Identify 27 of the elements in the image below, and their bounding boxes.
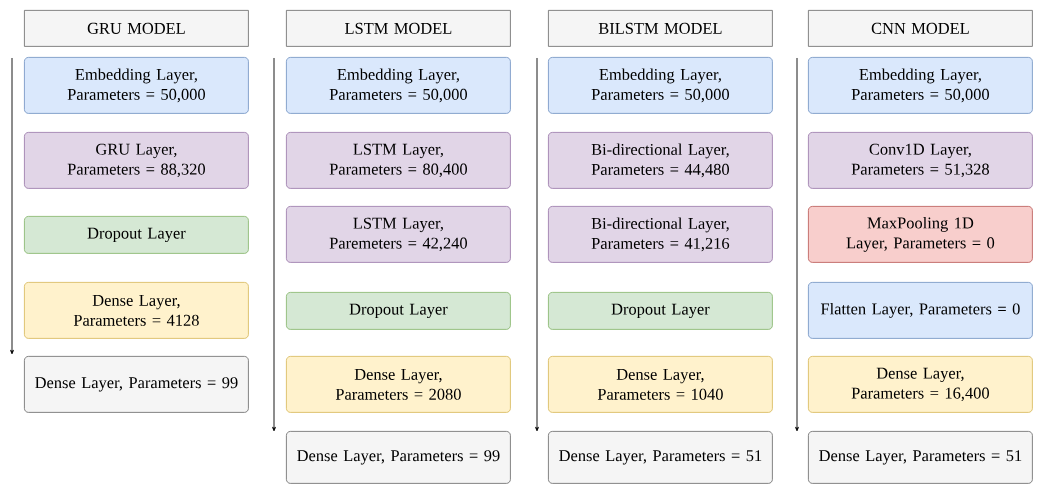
layer-box: Dropout Layer	[286, 292, 511, 330]
layer-box: Embedding Layer, Parameters = 50,000	[548, 57, 773, 114]
model-header: LSTM MODEL	[286, 10, 511, 47]
layer-box: Conv1D Layer, Parameters = 51,328	[808, 132, 1033, 189]
layer-box: LSTM Layer, Paremeters = 42,240	[286, 206, 511, 263]
layer-box: Embedding Layer, Parameters = 50,000	[808, 57, 1033, 114]
model-header: CNN MODEL	[808, 10, 1033, 47]
layer-box: Dropout Layer	[548, 292, 773, 330]
layer-box: Dense Layer, Parameters = 99	[24, 356, 249, 413]
layer-box: Flatten Layer, Parameters = 0	[808, 282, 1033, 339]
layer-box: Dense Layer, Parameters = 2080	[286, 356, 511, 413]
layer-box: Dense Layer, Parameters = 99	[286, 431, 511, 484]
layer-box: GRU Layer, Parameters = 88,320	[24, 132, 249, 189]
layer-box: Bi-directional Layer, Parameters = 44,480	[548, 132, 773, 189]
layer-box: LSTM Layer, Parameters = 80,400	[286, 132, 511, 189]
layer-box: Dense Layer, Parameters = 16,400	[808, 356, 1033, 413]
layer-box: Dense Layer, Parameters = 51	[548, 431, 773, 484]
model-header: GRU MODEL	[24, 10, 249, 47]
model-header: BILSTM MODEL	[548, 10, 773, 47]
layer-box: Dense Layer, Parameters = 1040	[548, 356, 773, 413]
layer-box: Bi-directional Layer, Parameters = 41,216	[548, 206, 773, 263]
layer-box: Embedding Layer, Parameters = 50,000	[286, 57, 511, 114]
layer-box: Dense Layer, Parameters = 51	[808, 431, 1033, 484]
layer-box: Embedding Layer, Parameters = 50,000	[24, 57, 249, 114]
layer-box: Dense Layer, Parameters = 4128	[24, 282, 249, 339]
layer-box: Dropout Layer	[24, 216, 249, 254]
layer-box: MaxPooling 1D Layer, Parameters = 0	[808, 206, 1033, 263]
